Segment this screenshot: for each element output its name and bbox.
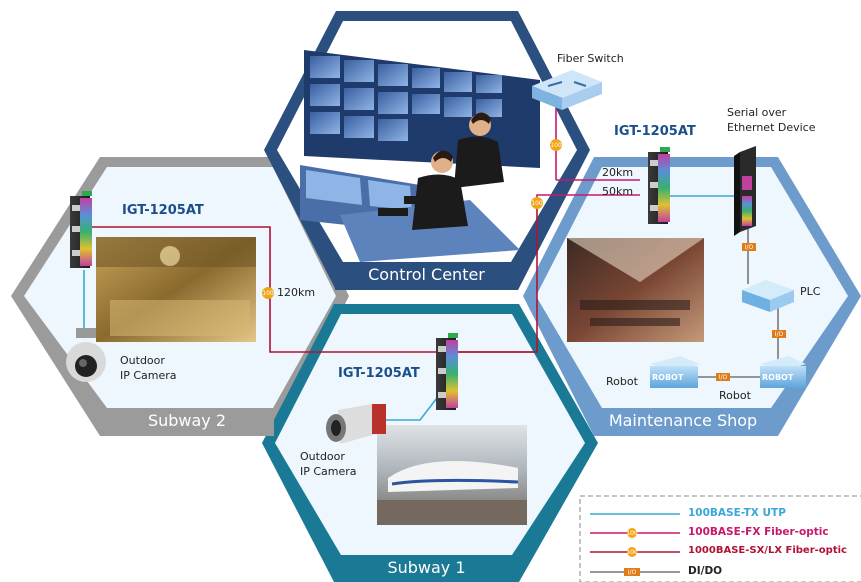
fiber-badge-mid: 100 <box>531 200 543 207</box>
robot-left-device <box>650 356 700 388</box>
model-label-subway2: IGT-1205AT <box>122 203 204 218</box>
camera2-label-line2: IP Camera <box>120 369 177 382</box>
model-label-subway1: IGT-1205AT <box>338 366 420 381</box>
legend-item-dido: DI/DO <box>688 565 723 577</box>
fiber-badge-top: 100 <box>550 142 562 149</box>
distance-50km: 50km <box>602 185 634 198</box>
subway2-ribbon <box>100 408 274 436</box>
plc-device <box>742 280 794 312</box>
legend-item-1000sx: 1000BASE-SX/LX Fiber-optic <box>688 545 847 556</box>
io-badge-mid: I/O <box>774 331 784 338</box>
igt-switch-subway2 <box>70 191 92 268</box>
fiber-switch-device <box>532 70 602 110</box>
station-hall-detail <box>96 237 256 336</box>
igt-switch-top <box>648 147 670 224</box>
legend-fiber-badge-2: 100 <box>626 549 638 556</box>
robot-right-tag: ROBOT <box>762 373 794 382</box>
serial-device-label-line1: Serial over <box>727 106 787 119</box>
subway1-label: Subway 1 <box>387 558 466 577</box>
robot-left-tag: ROBOT <box>652 373 684 382</box>
robot-left-label: Robot <box>606 375 638 388</box>
legend-fiber-badge-1: 100 <box>626 530 638 537</box>
io-badge-top: I/O <box>744 244 754 251</box>
legend-io-badge: I/O <box>627 569 637 576</box>
fiber-badge-left: 100 <box>262 290 274 297</box>
fiber-switch-label: Fiber Switch <box>557 52 624 65</box>
control-center-ribbon <box>335 262 518 290</box>
camera1-label-line2: IP Camera <box>300 465 357 478</box>
io-badges <box>716 243 786 381</box>
igt-switch-subway1 <box>436 333 458 410</box>
fiber-badges <box>262 139 562 299</box>
legend <box>579 495 861 582</box>
subway2-label: Subway 2 <box>147 411 227 430</box>
plc-label: PLC <box>800 285 821 298</box>
bullet-camera-subway1 <box>326 404 386 444</box>
maintenance-label: Maintenance Shop <box>608 411 758 430</box>
robot-bottom-label: Robot <box>719 389 751 402</box>
control-center-label: Control Center <box>368 265 485 284</box>
distance-20km: 20km <box>602 166 634 179</box>
robot-right-device <box>760 356 806 388</box>
model-label-top: IGT-1205AT <box>614 124 696 139</box>
dome-camera-subway2 <box>66 328 106 382</box>
serial-ethernet-device <box>734 146 756 236</box>
legend-item-100fx: 100BASE-FX Fiber-optic <box>688 526 829 538</box>
subway1-ribbon <box>334 555 519 582</box>
legend-item-utp: 100BASE-TX UTP <box>688 507 786 519</box>
factory-detail <box>567 238 704 326</box>
control-room-illustration <box>300 50 540 262</box>
camera1-label-line1: Outdoor <box>300 450 345 463</box>
distance-120km: 120km <box>277 286 316 299</box>
io-badge-bottom: I/O <box>718 374 728 381</box>
bullet-train-detail <box>377 460 527 525</box>
camera2-label-line1: Outdoor <box>120 354 165 367</box>
serial-device-label-line2: Ethernet Device <box>727 121 816 134</box>
maintenance-ribbon <box>595 408 771 436</box>
